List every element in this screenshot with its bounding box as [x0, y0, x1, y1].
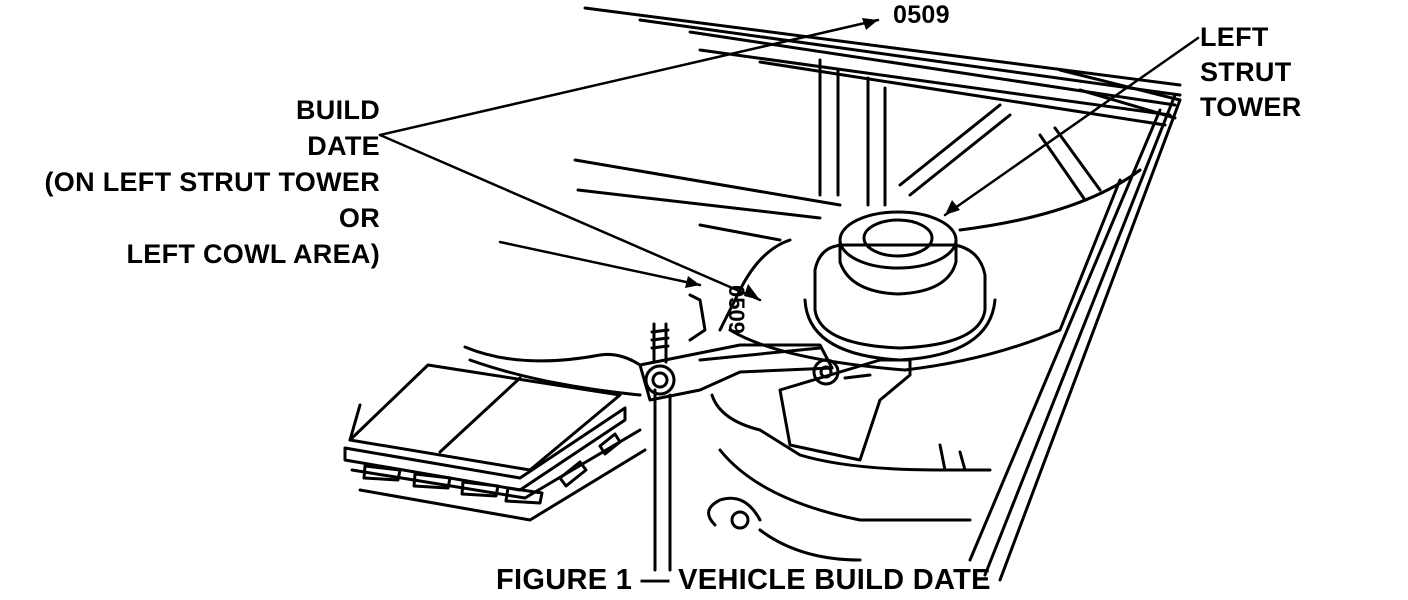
bracket-assembly — [638, 293, 912, 572]
strut-tower-label: LEFT STRUT TOWER — [1200, 20, 1302, 125]
build-code-label: 0509 — [893, 1, 950, 29]
build-date-line-1: BUILD — [296, 95, 380, 125]
hood-frame — [573, 6, 1182, 242]
strut-tower-line-1: LEFT — [1200, 22, 1269, 52]
leader-lines — [378, 18, 1200, 302]
lower-structure — [707, 443, 967, 562]
arrowheads — [685, 18, 960, 300]
strut-tower-housing — [710, 168, 1142, 522]
strut-tower-line-3: TOWER — [1200, 92, 1302, 122]
build-date-label: BUILD DATE (ON LEFT STRUT TOWER OR LEFT … — [45, 92, 380, 272]
figure-caption: FIGURE 1 — VEHICLE BUILD DATE — [496, 564, 991, 596]
fender-edge — [968, 93, 1182, 582]
build-date-line-3: (ON LEFT STRUT TOWER — [44, 167, 380, 197]
build-date-line-5: LEFT COWL AREA) — [126, 239, 380, 269]
build-date-line-4: OR — [338, 203, 380, 233]
tower-stamp-code: 0509 — [724, 285, 749, 334]
battery-tray — [343, 345, 647, 522]
build-date-line-2: DATE — [307, 131, 380, 161]
strut-mount-dome — [803, 210, 997, 362]
strut-tower-line-2: STRUT — [1200, 57, 1292, 87]
